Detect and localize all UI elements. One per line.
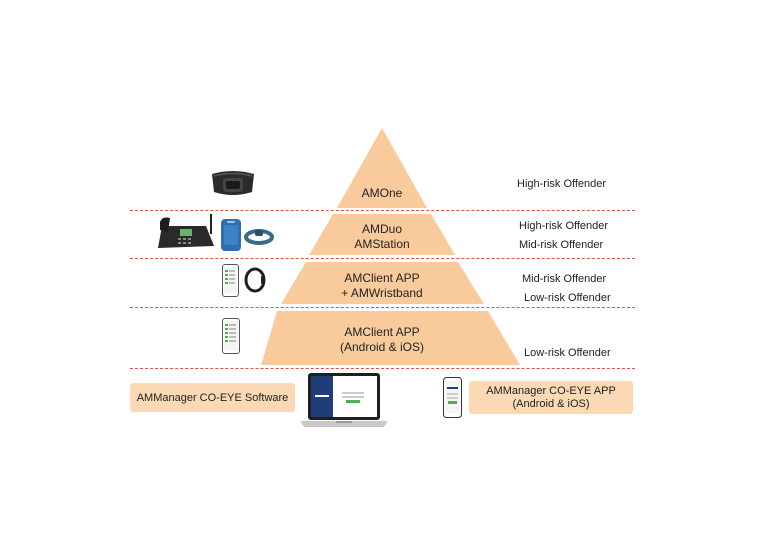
tier-4-line1: AMClient APP (344, 325, 420, 339)
tier-2-label: AMDuo AMStation (322, 222, 442, 252)
app-label-line2: (Android & iOS) (512, 397, 590, 410)
app-label-line1: AMManager CO-EYE APP (486, 384, 616, 397)
risk-tier4-a: Low-risk Offender (524, 347, 611, 359)
tier-1-label: AMOne (322, 186, 442, 201)
tier-3-line1: AMClient APP (344, 271, 420, 285)
bracelet-icon (244, 229, 274, 245)
risk-tier3-a: Mid-risk Offender (522, 273, 607, 285)
risk-tier2-b: Mid-risk Offender (519, 239, 604, 251)
tier-3-line2: + AMWristband (341, 286, 423, 300)
risk-tier1-a: High-risk Offender (517, 178, 607, 190)
smartphone-icon (222, 318, 240, 354)
tier-4-line2: (Android & iOS) (339, 340, 425, 354)
base-station-icon (221, 219, 241, 251)
tier-3-label: AMClient APP + AMWristband (312, 271, 452, 301)
risk-tier2-a: High-risk Offender (519, 220, 609, 232)
smartphone-icon (443, 377, 462, 418)
app-label: AMManager CO-EYE APP (Android & iOS) (469, 381, 633, 414)
tier-2-line1: AMDuo (361, 222, 402, 236)
tier-1-line1: AMOne (361, 186, 403, 200)
wristband-icon (244, 267, 266, 293)
divider-3 (130, 307, 635, 308)
divider-4 (130, 368, 635, 369)
pyramid-tier-3 (281, 262, 484, 304)
software-label-text: AMManager CO-EYE Software (136, 391, 289, 404)
desk-phone-icon (158, 214, 214, 248)
pyramid-tier-2 (309, 214, 455, 255)
risk-tier3-b: Low-risk Offender (524, 292, 611, 304)
tier-4-label: AMClient APP (Android & iOS) (312, 325, 452, 355)
smartphone-icon (222, 264, 239, 297)
ankle-monitor-icon (212, 171, 254, 195)
pyramid-tier-4 (261, 311, 520, 365)
software-label: AMManager CO-EYE Software (130, 383, 295, 412)
tier-2-line2: AMStation (354, 237, 410, 251)
pyramid-tier-1 (337, 128, 427, 208)
divider-2 (130, 258, 635, 259)
divider-1 (130, 210, 635, 211)
laptop-icon (300, 373, 388, 427)
